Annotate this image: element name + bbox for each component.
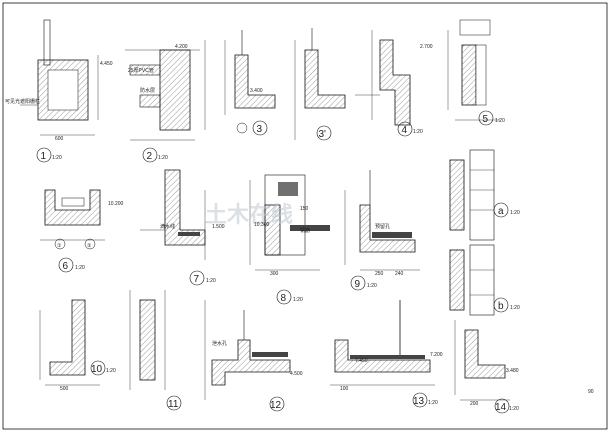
detail-number-13: 13 (413, 396, 425, 407)
detail-7 (140, 169, 206, 286)
elev-label: 7.450 (355, 358, 368, 364)
note-text: 防水层 (140, 87, 155, 94)
note-text: 25厚PVC管 (128, 67, 154, 74)
detail-10 (39, 299, 106, 386)
dim-label: 200 (470, 401, 479, 407)
elev-label: 7.200 (430, 352, 443, 358)
dim-label: 150 (300, 206, 309, 212)
dim-label: 500 (60, 386, 69, 392)
detail-9 (344, 170, 420, 291)
detail-number-3prime: 3' (319, 129, 327, 140)
detail-scale-4: 1:20 (413, 129, 423, 135)
sub-marker-2: ② (87, 243, 92, 249)
detail-scale-1: 1:20 (52, 155, 62, 161)
dim-label: 240 (395, 271, 404, 277)
note-text: 预留孔 (375, 223, 390, 230)
detail-number-8: 8 (281, 293, 287, 304)
detail-12 (204, 300, 291, 412)
detail-letter-a: a (498, 206, 504, 217)
detail-number-10: 10 (91, 364, 103, 375)
elev-label: 10.200 (108, 201, 124, 207)
note-text: 可见光遮阳栅栏 (5, 98, 40, 105)
elev-label: 1.500 (212, 224, 225, 230)
note-text: 泄水孔 (212, 340, 227, 347)
elev-label: 4.450 (100, 61, 113, 67)
elev-label: 3.480 (506, 368, 519, 374)
detail-letter-b: b (498, 301, 504, 312)
detail-3 (224, 30, 276, 136)
detail-number-9: 9 (355, 279, 361, 290)
detail-6 (40, 189, 105, 273)
detail-scale-13: 1:20 (428, 400, 438, 406)
detail-number-3: 3 (257, 124, 263, 135)
detail-3prime (294, 28, 346, 141)
dim-label: 300 (270, 271, 279, 277)
detail-number-14: 14 (495, 402, 507, 413)
detail-b (449, 244, 509, 316)
note-text: 钢筋 (300, 227, 310, 234)
detail-number-1: 1 (41, 151, 47, 162)
watermark-text: 土木在线 (205, 202, 293, 227)
corner-mark: 90 (588, 389, 594, 395)
detail-scale-10: 1:20 (106, 368, 116, 374)
elev-label: 4.500 (290, 371, 303, 377)
detail-2 (125, 40, 206, 163)
detail-scale-5: 1:20 (495, 118, 505, 124)
detail-1 (20, 19, 99, 163)
detail-scale-2: 1:20 (158, 155, 168, 161)
detail-scale-6: 1:20 (75, 265, 85, 271)
detail-8 (249, 174, 330, 305)
detail-scale-7: 1:20 (206, 278, 216, 284)
detail-scale-14: 1:20 (509, 406, 519, 412)
elev-label: 4.200 (175, 44, 188, 50)
detail-14 (454, 320, 510, 414)
detail-number-2: 2 (147, 151, 153, 162)
elev-label: 10.300 (254, 222, 270, 228)
detail-5 (447, 19, 500, 126)
dim-label: 100 (340, 386, 349, 392)
detail-11 (129, 290, 182, 411)
detail-number-4: 4 (402, 125, 408, 136)
sub-marker-1: ① (57, 243, 62, 249)
detail-13 (330, 300, 435, 408)
detail-4 (355, 30, 413, 137)
elev-label: 2.700 (420, 44, 433, 50)
elev-label: 3.400 (250, 88, 263, 94)
dim-label: 250 (375, 271, 384, 277)
detail-number-7: 7 (194, 274, 200, 285)
detail-number-11: 11 (168, 399, 179, 410)
detail-number-12: 12 (270, 400, 282, 411)
dim-label: 600 (55, 136, 64, 142)
detail-number-6: 6 (63, 261, 69, 272)
sheet-border (2, 2, 608, 430)
detail-scale-a: 1:20 (510, 210, 520, 216)
detail-scale-8: 1:20 (293, 297, 303, 303)
detail-scale-9: 1:20 (367, 283, 377, 289)
detail-a (449, 149, 509, 241)
detail-scale-b: 1:20 (510, 305, 520, 311)
detail-number-5: 5 (483, 114, 489, 125)
note-text: 滴水线 (160, 223, 175, 230)
